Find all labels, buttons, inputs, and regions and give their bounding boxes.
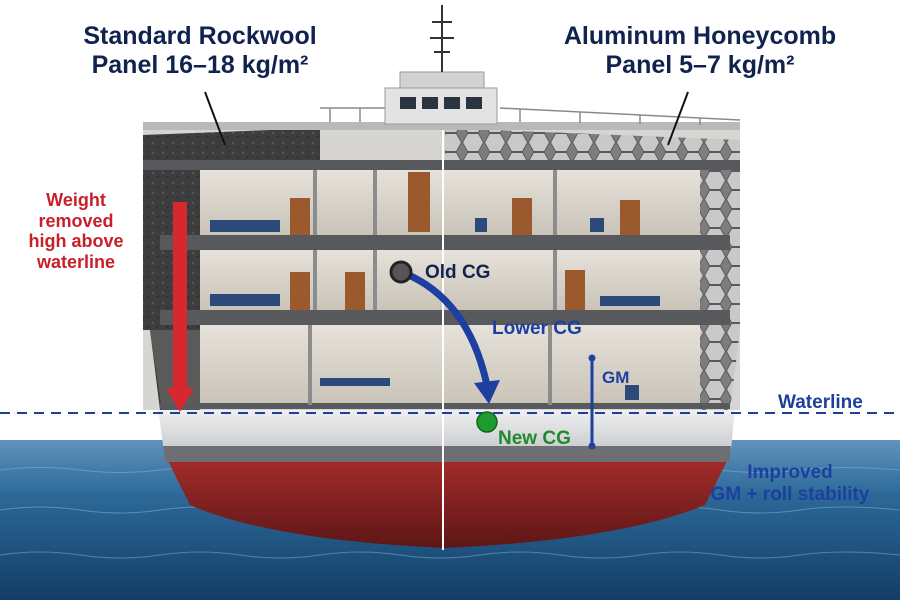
weight-line1: Weight [12,190,140,211]
waterline-label: Waterline [778,392,863,414]
left-title-line1: Standard Rockwool [60,22,340,51]
gm-label: GM [602,368,629,388]
right-title-line2: Panel 5–7 kg/m² [555,51,845,80]
new-cg-label: New CG [498,428,571,450]
gm-bar-bottom-dot [589,443,596,450]
weight-removed-note: Weight removed high above waterline [12,190,140,273]
hull-grey-stripe [163,446,731,462]
right-title-line1: Aluminum Honeycomb [555,22,845,51]
weight-line4: waterline [12,252,140,273]
new-cg-marker [477,412,497,432]
lower-cg-label: Lower CG [492,318,582,340]
weight-arrow-shaft [173,202,187,390]
improved-line1: Improved [690,462,890,484]
left-panel-title: Standard Rockwool Panel 16–18 kg/m² [60,22,340,80]
gm-bar-top-dot [589,355,596,362]
old-cg-label: Old CG [425,262,490,284]
improved-stability-note: Improved GM + roll stability [690,462,890,506]
mast [430,5,454,72]
improved-line2: GM + roll stability [690,484,890,506]
bridge-top [400,72,484,88]
old-cg-marker [391,262,411,282]
right-panel-title: Aluminum Honeycomb Panel 5–7 kg/m² [555,22,845,80]
left-title-line2: Panel 16–18 kg/m² [60,51,340,80]
weight-line3: high above [12,231,140,252]
weight-line2: removed [12,211,140,232]
